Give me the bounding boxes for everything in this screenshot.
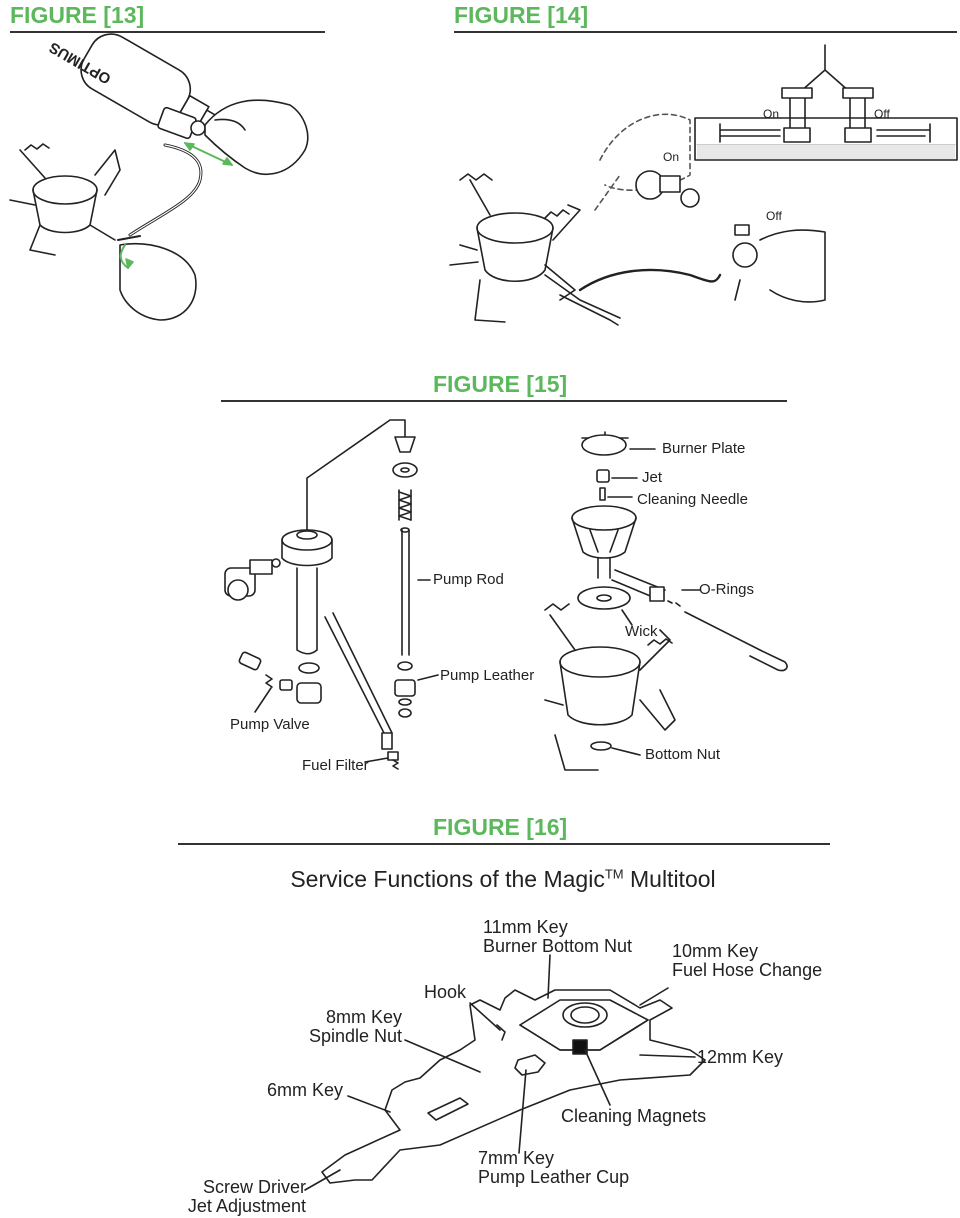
label-pump-valve: Pump Valve [230,716,310,733]
multitool-illustration [304,954,706,1191]
figure-16-rule [178,843,830,845]
label-burner-plate: Burner Plate [662,440,746,457]
figure-13-illustration: OPTIMUS [9,33,309,321]
figure-13-title: FIGURE [13] [10,2,145,28]
label-hook: Hook [424,982,467,1002]
label-o-rings: O-Rings [699,581,755,598]
label-6mm-key: 6mm Key [267,1080,344,1100]
label-pump-rod: Pump Rod [433,571,504,588]
figure-14-illustration [449,44,958,326]
figure-14-rule [454,31,957,33]
label-bottom-nut: Bottom Nut [645,746,721,763]
label-cleaning-needle: Cleaning Needle [637,491,748,508]
label-fuel-filter: Fuel Filter [302,757,369,774]
label-wick: Wick [625,623,658,640]
label-jet: Jet [642,469,663,486]
label-on-inset: On [763,107,780,121]
figure-14-title: FIGURE [14] [454,2,589,28]
figure-13-rule [10,31,325,33]
label-pump-leather: Pump Leather [440,667,535,684]
figure-16-title: FIGURE [16] [433,814,568,840]
figure-15-rule [221,400,787,402]
label-cleaning-magnets: Cleaning Magnets [561,1106,707,1126]
multitool-heading: Service Functions of the MagicTM Multito… [290,866,716,892]
label-off-inset: Off [874,107,890,121]
figure-15-title: FIGURE [15] [433,371,568,397]
label-on-main: On [663,150,680,164]
figure-15-illustration [224,419,788,771]
label-off-main: Off [766,209,782,223]
label-12mm-key: 12mm Key [697,1047,784,1067]
